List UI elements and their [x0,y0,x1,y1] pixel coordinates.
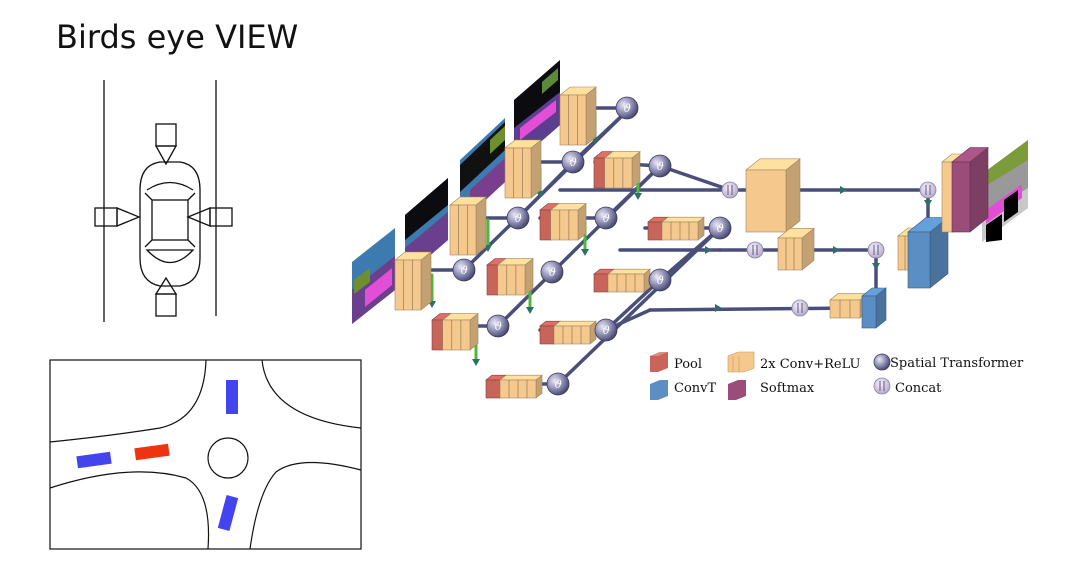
edge [556,226,722,386]
camera-left-icon [94,207,141,227]
legend-label-concat: Concat [895,381,942,396]
legend-label-pool: Pool [674,357,702,372]
edge [604,164,662,220]
camera-rear-icon [154,276,178,317]
spatial-transformer-node: ϑ [594,206,618,230]
car-windshield [146,181,194,191]
spatial-transformer-symbol: ϑ [716,222,724,235]
legend-item-convt: ConvT [650,380,716,400]
arrow-head [581,249,589,256]
arrow-head [705,246,712,254]
legend-label-conv: 2x Conv+ReLU [760,357,861,372]
spatial-transformer-icon [873,353,891,371]
spatial-transformer-node: ϑ [546,372,570,396]
spatial-transformer-node: ϑ [540,260,564,284]
camera-front-icon [154,123,178,166]
legend-item-concat: Concat [873,377,942,396]
conv-block [549,202,587,241]
vehicle-blue [226,380,238,414]
concat-node [721,181,739,199]
road-intersection-map [49,359,362,550]
car-rear-window [145,249,195,264]
conv-block [553,320,597,345]
spatial-transformer-node: ϑ [615,96,639,120]
legend-item-conv: 2x Conv+ReLU [727,351,861,373]
car-body [139,161,201,287]
spatial-transformer-node: ϑ [452,258,476,282]
spatial-transformer-symbol: ϑ [514,212,522,225]
legend: Pool 2x Conv+ReLU Spatial Transformer Co… [650,351,1024,400]
vehicle-blue [76,451,112,469]
legend-label-st: Spatial Transformer [890,356,1024,371]
edge [658,226,722,282]
spatial-transformer-symbol: ϑ [460,264,468,277]
conv-block [661,216,705,241]
conv-block [496,257,534,296]
conv-block [777,227,815,271]
legend-label-convt: ConvT [674,381,716,396]
spatial-transformer-node: ϑ [506,206,530,230]
softmax-block [951,146,989,233]
conv-block [603,150,641,189]
legend-label-softmax: Softmax [760,381,815,396]
spatial-transformer-symbol: ϑ [602,324,610,337]
legend-item-softmax: Softmax [728,380,815,400]
spatial-transformer-symbol: ϑ [548,266,556,279]
concat-icon [873,377,891,395]
conv-block [394,251,432,311]
convt-block-mid [907,216,949,289]
arrow-head [833,246,840,254]
arrow-head [472,359,480,366]
arrow-head [872,263,880,270]
legend-item-st: Spatial Transformer [873,353,1024,371]
arrow-head [924,200,932,207]
spatial-transformer-symbol: ϑ [656,274,664,287]
concat-node [746,241,764,259]
spatial-transformer-symbol: ϑ [602,212,610,225]
edge [648,306,862,312]
spatial-transformer-symbol: ϑ [623,102,631,115]
conv-block [607,268,651,293]
spatial-transformer-node: ϑ [561,150,585,174]
conv-block [745,158,801,233]
output-image [982,140,1028,242]
spatial-transformer-node: ϑ [648,268,672,292]
spatial-transformer-symbol: ϑ [569,156,577,169]
concat-node [791,299,809,317]
legend-item-pool: Pool [650,352,702,372]
spatial-transformer-node: ϑ [594,318,618,342]
arrow-head [840,186,847,194]
conv-block [499,374,543,399]
arrow-head [715,304,722,312]
concat-node [867,241,885,259]
car-schematic [94,80,233,322]
spatial-transformer-node: ϑ [708,216,732,240]
blocks [394,86,989,399]
camera-right-icon [186,207,233,227]
edge [658,164,732,192]
edge [604,278,662,332]
nodes: ϑ ϑ ϑ ϑ ϑ ϑ ϑ ϑ ϑ ϑ ϑ ϑ [452,96,937,396]
arrow-head [634,193,642,200]
network-diagram: ϑ ϑ ϑ ϑ ϑ ϑ ϑ ϑ ϑ ϑ ϑ ϑ [352,60,1028,399]
conv-block [504,139,542,199]
conv-block [449,196,487,256]
spatial-transformer-symbol: ϑ [494,320,502,333]
arrow-head [526,307,534,314]
edge [573,108,630,162]
conv-block [559,86,597,146]
spatial-transformer-node: ϑ [648,154,672,178]
spatial-transformer-symbol: ϑ [656,160,664,173]
conv-block [441,312,479,351]
spatial-transformer-symbol: ϑ [554,378,562,391]
page-title: Birds eye VIEW [56,18,299,56]
spatial-transformer-node: ϑ [486,314,510,338]
convt-block-low [861,287,887,329]
vehicle-blue [217,495,239,531]
vehicle-red [134,443,170,461]
concat-node [919,181,937,199]
car-roof [151,199,189,241]
